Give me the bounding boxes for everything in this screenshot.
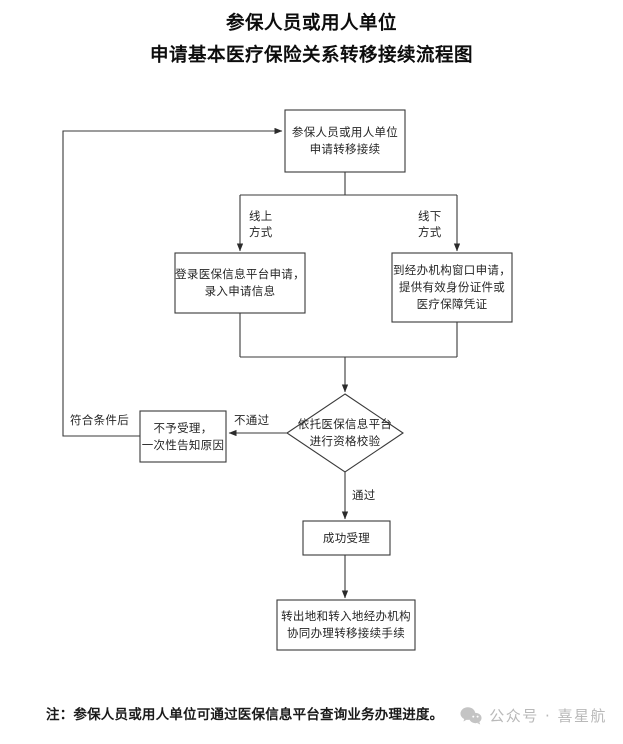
transfer-node-shape bbox=[276, 599, 416, 651]
title-line-1: 参保人员或用人单位 bbox=[225, 13, 397, 34]
watermark: 公众号 · 喜星航 bbox=[460, 705, 607, 726]
page-title: 参保人员或用人单位 申请基本医疗保险关系转移接续流程图 bbox=[0, 8, 623, 72]
edge-label-online-line-2: 方式 bbox=[249, 225, 273, 239]
edge-label-online-line-1: 线上 bbox=[249, 209, 273, 223]
offline-node-shape bbox=[391, 252, 513, 323]
flowchart: 参保人员或用人单位 申请转移接续 登录医保信息平台申请， 录入申请信息 到经办机… bbox=[62, 109, 513, 651]
edge-label-online-branch: 线上 方式 bbox=[249, 208, 273, 240]
edge-label-offline-branch: 线下 方式 bbox=[418, 208, 442, 240]
wechat-icon bbox=[460, 707, 482, 725]
footer-note: 注：参保人员或用人单位可通过医保信息平台查询业务办理进度。 bbox=[46, 707, 444, 723]
edge-label-resubmit: 符合条件后 bbox=[70, 413, 129, 427]
title-line-2: 申请基本医疗保险关系转移接续流程图 bbox=[149, 45, 473, 66]
reject-node-shape bbox=[139, 410, 227, 463]
watermark-text: 公众号 · 喜星航 bbox=[489, 707, 607, 725]
flowchart-connectors bbox=[62, 109, 513, 651]
edge-label-pass: 通过 bbox=[352, 488, 376, 502]
start-node-shape bbox=[284, 109, 406, 173]
edge-label-fail: 不通过 bbox=[234, 413, 270, 427]
edge-label-offline-line-2: 方式 bbox=[418, 225, 442, 239]
accept-node-shape bbox=[302, 520, 391, 556]
online-node-shape bbox=[174, 252, 306, 314]
edge-label-offline-line-1: 线下 bbox=[418, 209, 442, 223]
decision-node-shape bbox=[286, 393, 404, 473]
